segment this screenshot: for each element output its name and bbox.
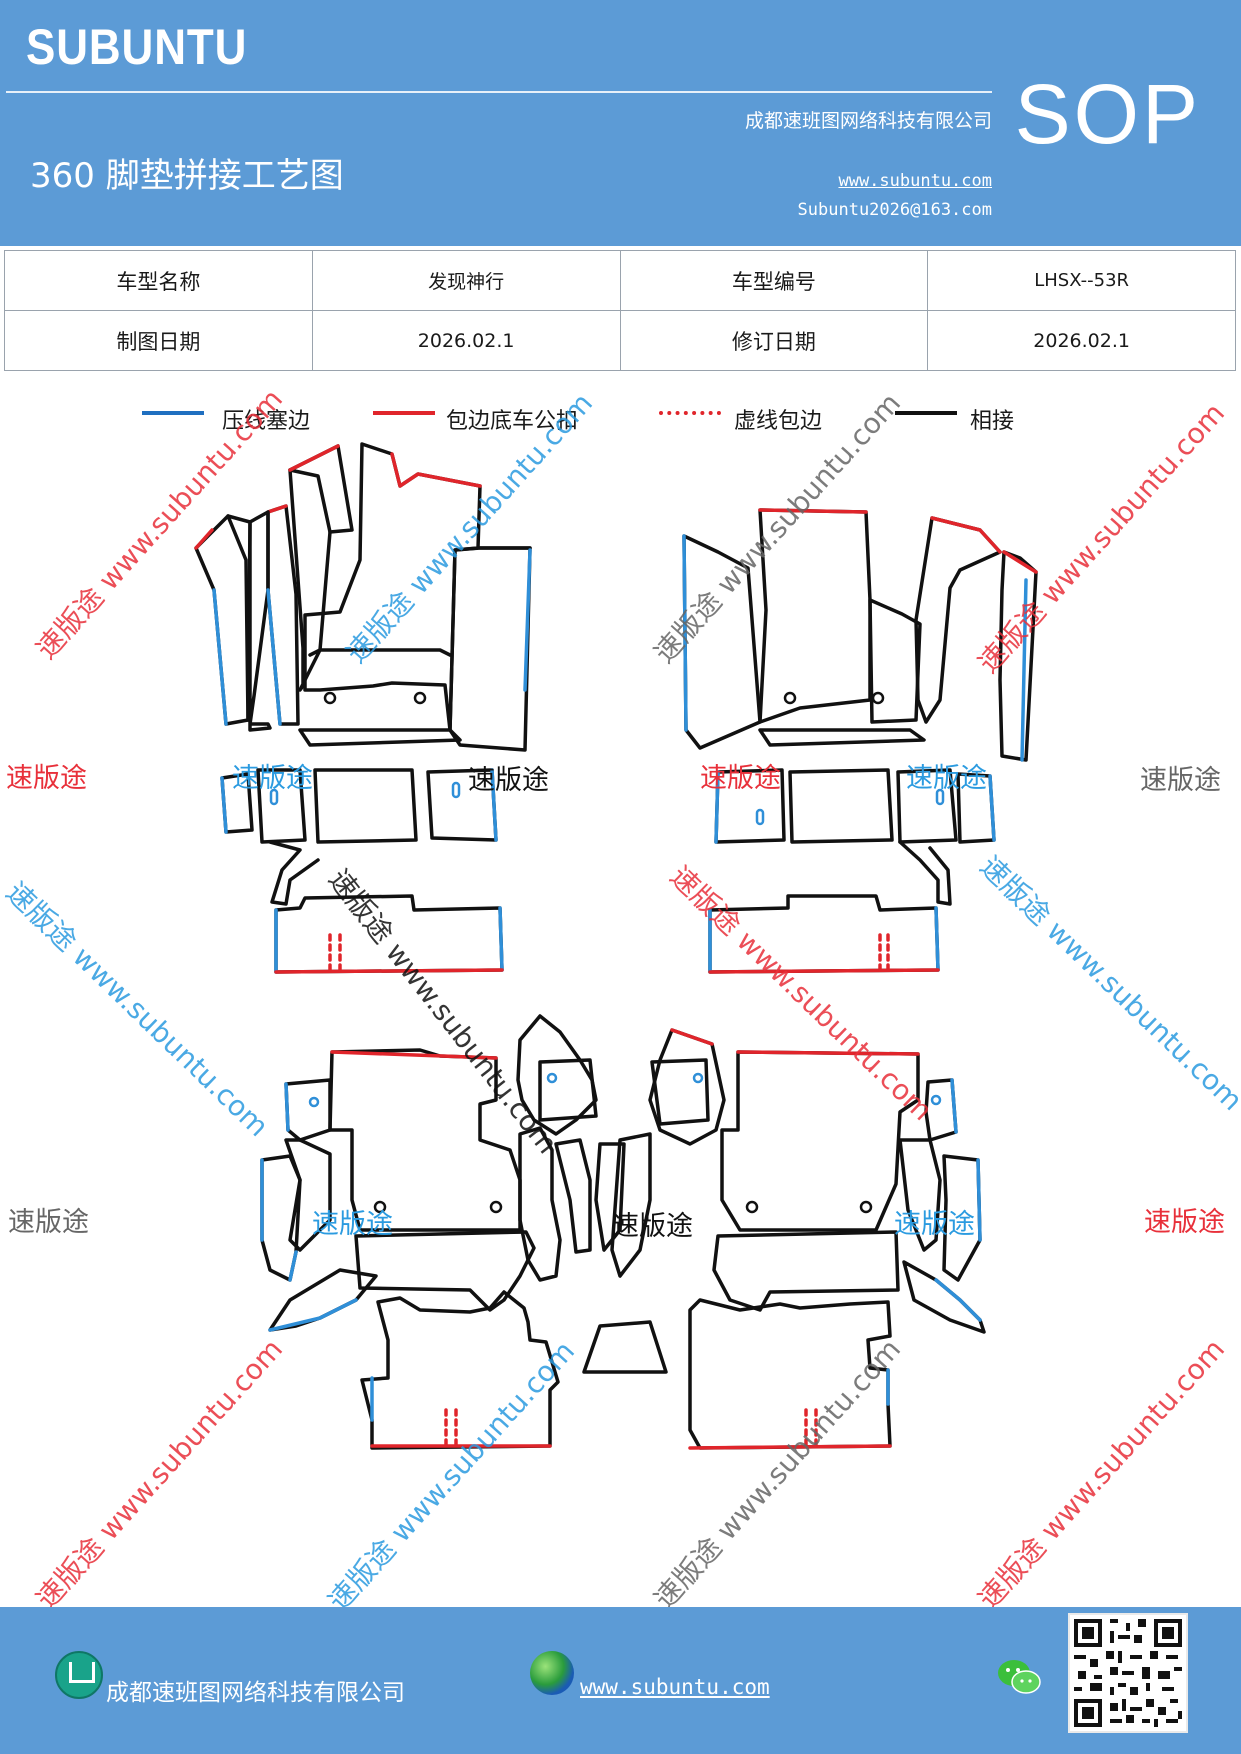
- mat-front-left: [194, 442, 532, 974]
- header-divider: [6, 91, 992, 93]
- watermark-short: 速版途: [1144, 1207, 1225, 1238]
- value-model-code: LHSX--53R: [927, 250, 1236, 311]
- label-draw-date: 制图日期: [4, 310, 313, 371]
- watermark-short: 速版途: [232, 763, 313, 794]
- value-draw-date: 2026.02.1: [311, 310, 621, 371]
- legend-label: 相接: [970, 409, 1015, 434]
- page-title: 360 脚垫拼接工艺图: [30, 156, 344, 196]
- watermark-short: 速版途: [6, 763, 87, 794]
- table-row: 车型名称 发现神行 车型编号 LHSX--53R: [4, 250, 1236, 311]
- legend-swatch-black: [895, 411, 957, 415]
- legend-label: 压线塞边: [222, 409, 311, 434]
- info-table: 车型名称 发现神行 车型编号 LHSX--53R 制图日期 2026.02.1 …: [4, 250, 1236, 371]
- watermark-short: 速版途: [1140, 765, 1221, 796]
- header-banner: SUBUNTU 成都速班图网络科技有限公司 360 脚垫拼接工艺图 www.su…: [0, 0, 1241, 246]
- label-model-name: 车型名称: [4, 250, 313, 311]
- footer-website-link[interactable]: www.subuntu.com: [580, 1675, 770, 1699]
- globe-icon: [530, 1651, 574, 1695]
- footer-company-name: 成都速班图网络科技有限公司: [106, 1680, 405, 1706]
- watermark-short: 速版途: [312, 1209, 393, 1240]
- legend-swatch-blue: [142, 411, 204, 415]
- mat-rear-left: [260, 1014, 598, 1450]
- label-model-code: 车型编号: [619, 250, 929, 311]
- website-link[interactable]: www.subuntu.com: [838, 171, 992, 191]
- value-revise-date: 2026.02.1: [927, 310, 1236, 371]
- watermark-short: 速版途: [894, 1209, 975, 1240]
- legend-swatch-red: [373, 411, 435, 415]
- home-badge-icon: [55, 1651, 103, 1699]
- watermark-short: 速版途: [906, 763, 987, 794]
- footer-banner: 成都速班图网络科技有限公司 www.subuntu.com: [0, 1607, 1241, 1754]
- watermark-short: 速版途: [8, 1207, 89, 1238]
- legend-label: 虚线包边: [734, 409, 823, 434]
- floor-mat-diagram: [194, 442, 1038, 1450]
- mat-rear-right: [582, 1028, 986, 1450]
- wechat-icon[interactable]: [996, 1657, 1042, 1697]
- brand-logo: SUBUNTU: [26, 19, 248, 75]
- mat-front-right: [682, 508, 1038, 974]
- email-address: Subuntu2026@163.com: [797, 200, 992, 220]
- doc-type-label: SOP: [1014, 67, 1201, 161]
- watermark-short: 速版途: [700, 763, 781, 794]
- watermark-short: 速版途: [468, 765, 549, 796]
- legend-label: 包边底车公扣: [446, 409, 579, 434]
- value-model-name: 发现神行: [311, 250, 621, 311]
- legend-swatch-dotted: [659, 411, 721, 415]
- qr-code: [1068, 1613, 1188, 1733]
- label-revise-date: 修订日期: [619, 310, 929, 371]
- watermark-short: 速版途: [612, 1211, 693, 1242]
- company-name: 成都速班图网络科技有限公司: [744, 110, 992, 132]
- table-row: 制图日期 2026.02.1 修订日期 2026.02.1: [4, 310, 1236, 371]
